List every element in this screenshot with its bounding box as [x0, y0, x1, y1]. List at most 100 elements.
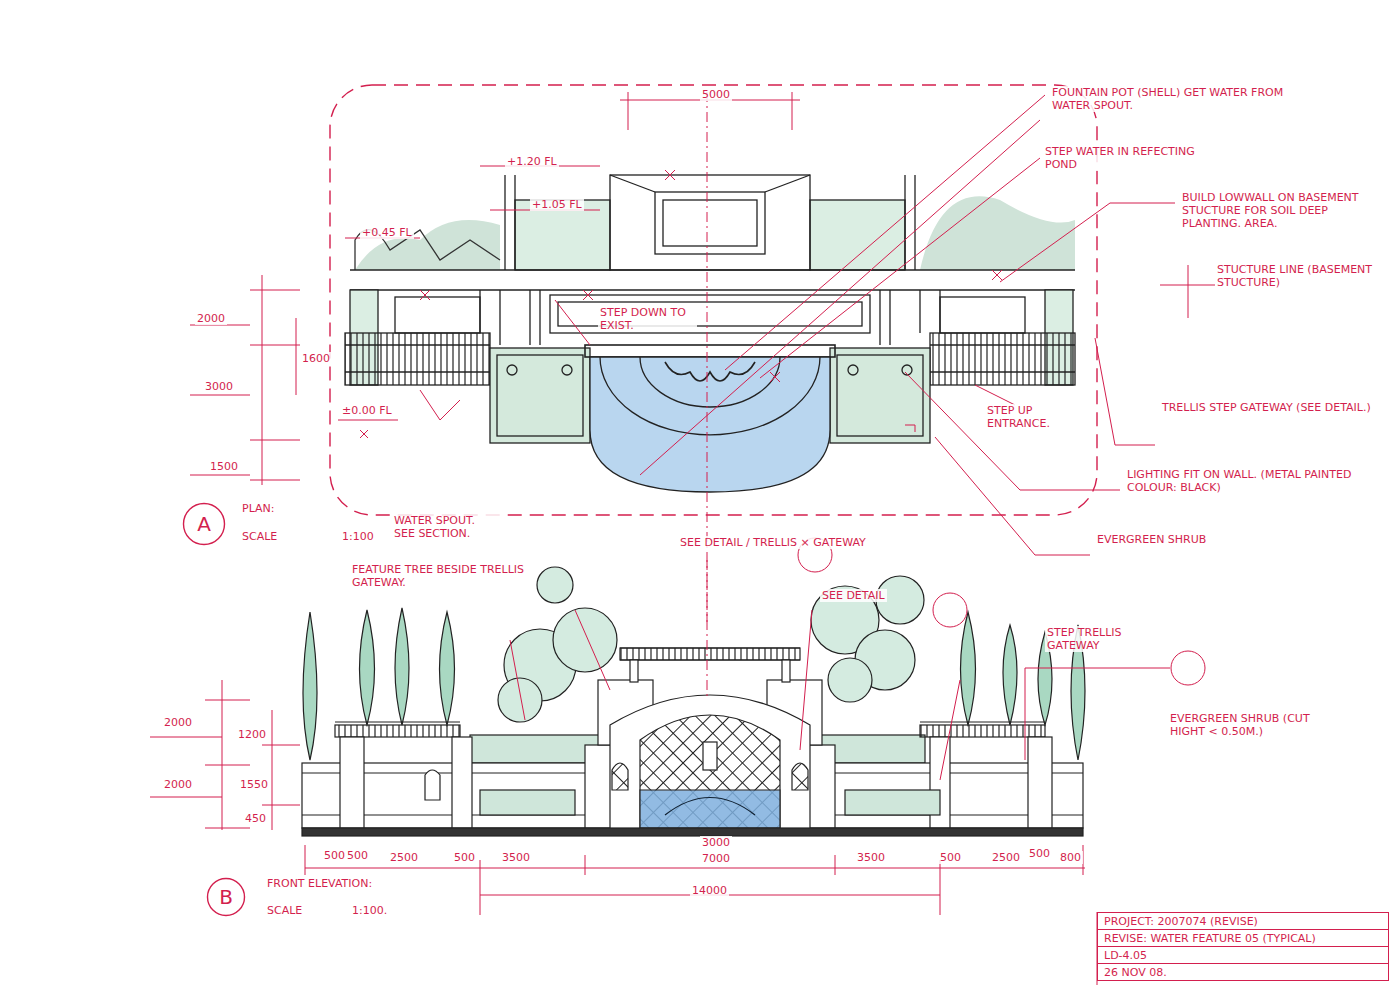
- dimension-text: 1550: [238, 778, 270, 791]
- dimension-text: 3500: [855, 851, 887, 864]
- annotation-text: LIGHTING FIT ON WALL. (METAL PAINTED COL…: [1125, 468, 1379, 494]
- dimension-text: 1200: [236, 728, 268, 741]
- dimension-text: 5000: [700, 88, 732, 101]
- drawing-stroke: [555, 300, 590, 345]
- drawing-stroke: [335, 725, 460, 737]
- annotation-text: SEE DETAIL: [820, 589, 887, 602]
- drawing-stroke: [600, 357, 820, 435]
- drawing-stroke: [420, 290, 430, 300]
- dimension-text: 2500: [388, 851, 420, 864]
- marker-letter: A: [197, 514, 211, 534]
- drawing-stroke: [553, 608, 617, 672]
- dimension-text: 3000: [700, 836, 732, 849]
- drawing-stroke: [1000, 203, 1110, 282]
- drawing-stroke: [782, 660, 790, 682]
- annotation-text: FEATURE TREE BESIDE TRELLIS GATEWAY.: [350, 563, 534, 589]
- drawing-stroke: [250, 480, 300, 481]
- drawing-stroke: [620, 659, 800, 660]
- drawing-stroke: [920, 721, 1045, 722]
- drawing-stroke: [480, 860, 481, 915]
- drawing-stroke: [190, 475, 250, 476]
- dimension-text: 3500: [500, 851, 532, 864]
- dimension-text: 2000: [162, 716, 194, 729]
- scale-text: 1:100.: [350, 904, 389, 917]
- drawing-stroke: [1171, 651, 1205, 685]
- drawing-stroke: [810, 200, 905, 270]
- drawing-stroke: [150, 797, 222, 798]
- drawing-stroke: [905, 372, 1020, 490]
- marker-letter: B: [219, 887, 233, 907]
- drawing-stroke: [933, 593, 967, 627]
- drawing-stroke: [703, 742, 717, 770]
- elevation-annotation-lines: [150, 538, 1205, 985]
- scale-text: SCALE: [265, 904, 304, 917]
- drawing-stroke: [725, 95, 1045, 370]
- drawing-stroke: [630, 660, 638, 682]
- view-title: FRONT ELEVATION:: [265, 877, 374, 890]
- annotation-text: EVERGREEN SHRUB: [1095, 533, 1208, 546]
- drawing-stroke: [452, 737, 472, 828]
- drawing-stroke: [296, 318, 297, 395]
- drawing-stroke: [1110, 203, 1175, 204]
- level-text: +0.45 FL: [360, 226, 414, 239]
- drawing-stroke: [262, 745, 300, 746]
- title-block-text: PROJECT: 2007074 (REVISE): [1098, 913, 1388, 930]
- level-text: +1.05 FL: [530, 198, 584, 211]
- dimension-text: 3000: [203, 380, 235, 393]
- drawing-stroke: [920, 196, 1075, 270]
- drawing-stroke: [837, 355, 923, 436]
- drawing-stroke: [610, 695, 810, 828]
- drawing-stroke: [585, 855, 586, 875]
- drawing-stroke: [345, 333, 490, 385]
- drawing-stroke: [1028, 737, 1052, 828]
- dimension-text: 14000: [690, 884, 729, 897]
- level-text: ±0.00 FL: [340, 404, 394, 417]
- drawing-stroke: [665, 798, 755, 816]
- drawing-stroke: [904, 175, 905, 270]
- drawing-stroke: [835, 855, 836, 875]
- dimension-text: 7000: [700, 852, 732, 865]
- marker-outline: [184, 504, 225, 545]
- drawing-stroke: [1035, 555, 1090, 556]
- annotation-text: STEP WATER IN REFECTING POND: [1043, 145, 1197, 171]
- drawing-stroke: [992, 270, 1002, 280]
- drawing-stroke: [640, 715, 780, 828]
- drawing-stroke: [620, 647, 800, 648]
- drawing-stroke: [345, 371, 490, 372]
- drawing-stroke: [510, 640, 525, 720]
- marker-outline: [208, 879, 245, 916]
- drawing-stroke: [845, 790, 940, 815]
- drawing-stroke: [665, 362, 755, 381]
- drawing-stroke: [1095, 338, 1115, 445]
- drawing-stroke: [360, 610, 375, 725]
- dimension-text: 2000: [162, 778, 194, 791]
- drawing-stroke: [640, 790, 780, 828]
- drawing-stroke: [792, 92, 793, 130]
- drawing-stroke: [514, 175, 515, 270]
- drawing-stroke: [504, 175, 505, 270]
- front-elevation: [302, 567, 1085, 836]
- drawing-stroke: [345, 344, 490, 345]
- drawing-stroke: [940, 297, 1025, 333]
- drawing-stroke: [1188, 265, 1189, 318]
- drawing-stroke: [205, 765, 250, 766]
- dimension-text: 450: [243, 812, 268, 825]
- view-title: PLAN:: [240, 502, 276, 515]
- drawing-stroke: [330, 85, 1097, 515]
- dimension-text: 2500: [990, 851, 1022, 864]
- drawing-stroke: [930, 333, 1075, 385]
- drawing-stroke: [305, 868, 1085, 869]
- drawing-stroke: [1025, 668, 1026, 760]
- drawing-stroke: [425, 770, 440, 800]
- drawing-stroke: [828, 658, 872, 702]
- level-text: +1.20 FL: [505, 155, 559, 168]
- drawing-stroke: [305, 845, 306, 875]
- drawing-stroke: [640, 120, 1040, 475]
- drawing-stroke: [1003, 625, 1017, 725]
- plan-view: [330, 85, 1097, 515]
- drawing-stroke: [272, 710, 273, 830]
- drawing-stroke: [800, 610, 812, 750]
- drawing-stroke: [640, 357, 780, 407]
- drawing-stroke: [350, 289, 1075, 290]
- drawing-stroke: [665, 170, 675, 180]
